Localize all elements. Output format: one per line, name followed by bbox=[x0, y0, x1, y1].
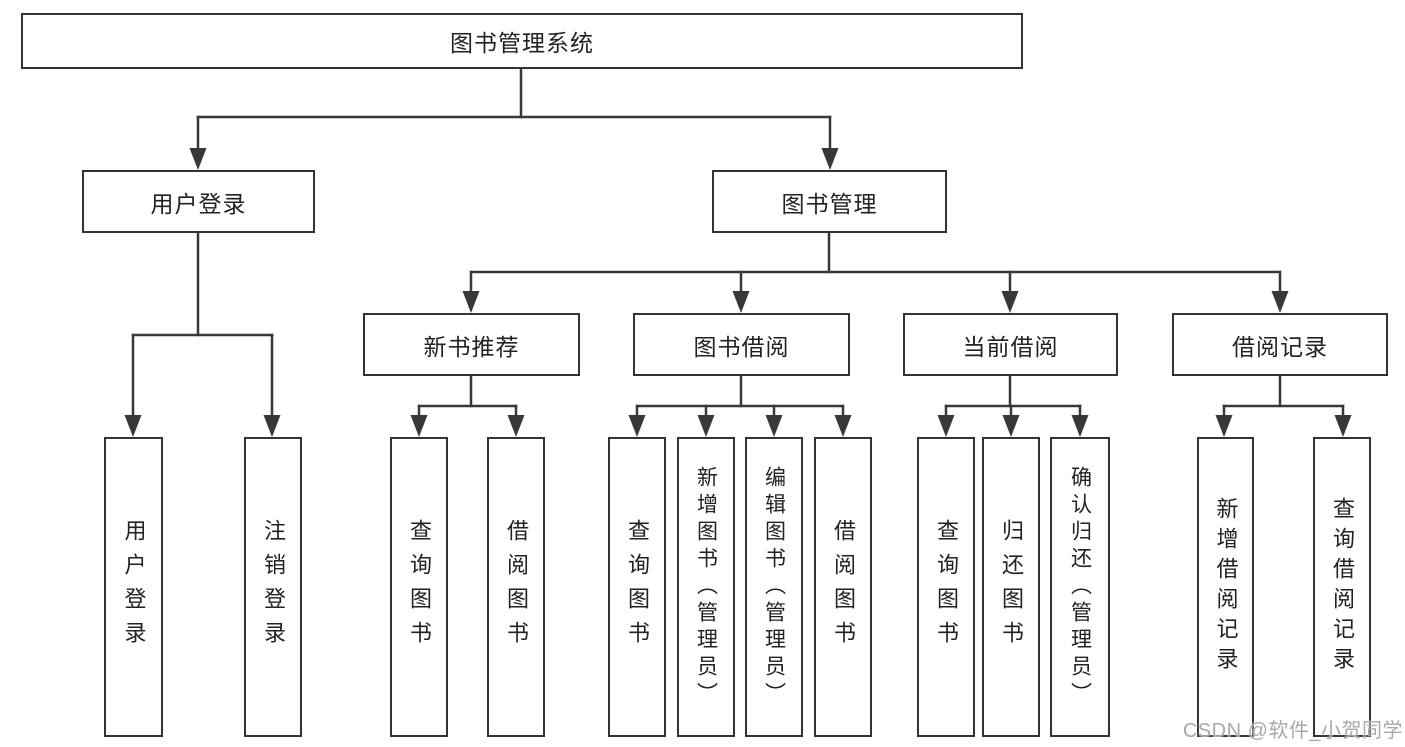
node-leaf-borrow-book-1: 借阅图书 bbox=[487, 437, 545, 737]
node-label: 图书借阅 bbox=[693, 333, 790, 360]
node-label: 查询借阅记录 bbox=[1330, 497, 1355, 677]
node-leaf-add-record: 新增借阅记录 bbox=[1197, 437, 1254, 737]
node-label: 图书管理系统 bbox=[450, 30, 594, 56]
node-label: 查询图书 bbox=[934, 519, 959, 655]
node-user-login: 用户登录 bbox=[82, 170, 315, 233]
node-label: 新书推荐 bbox=[423, 333, 520, 360]
node-label: 新增借阅记录 bbox=[1213, 497, 1239, 677]
node-label: 图书管理 bbox=[781, 190, 878, 217]
node-new-book-rec: 新书推荐 bbox=[363, 313, 580, 376]
node-label: 归还图书 bbox=[999, 519, 1024, 655]
node-current-borrow: 当前借阅 bbox=[903, 313, 1118, 376]
node-label: 借阅记录 bbox=[1232, 333, 1328, 360]
node-label: 当前借阅 bbox=[962, 333, 1059, 360]
node-book-borrow: 图书借阅 bbox=[633, 313, 850, 376]
node-label: 注销登录 bbox=[261, 519, 286, 655]
node-label: 新增图书（管理员） bbox=[694, 465, 718, 709]
node-leaf-add-book: 新增图书（管理员） bbox=[677, 437, 735, 737]
node-label: 用户登录 bbox=[121, 519, 147, 655]
node-label: 确认归还（管理员） bbox=[1068, 465, 1092, 709]
node-root: 图书管理系统 bbox=[21, 13, 1023, 69]
watermark: CSDN @软件_小贺同学 bbox=[1182, 720, 1403, 742]
node-leaf-query-book-1: 查询图书 bbox=[390, 437, 448, 737]
node-leaf-query-record: 查询借阅记录 bbox=[1313, 437, 1371, 737]
node-label: 查询图书 bbox=[407, 519, 432, 655]
node-leaf-query-book-2: 查询图书 bbox=[608, 437, 666, 737]
node-borrow-records: 借阅记录 bbox=[1172, 313, 1388, 376]
node-leaf-edit-book: 编辑图书（管理员） bbox=[745, 437, 803, 737]
node-leaf-borrow-book-2: 借阅图书 bbox=[814, 437, 872, 737]
node-label: 用户登录 bbox=[150, 190, 247, 217]
node-label: 借阅图书 bbox=[831, 519, 856, 655]
node-leaf-return-book: 归还图书 bbox=[982, 437, 1040, 737]
node-leaf-confirm-return: 确认归还（管理员） bbox=[1050, 437, 1110, 737]
node-leaf-user-login: 用户登录 bbox=[104, 437, 163, 737]
node-leaf-logout: 注销登录 bbox=[244, 437, 302, 737]
node-label: 编辑图书（管理员） bbox=[762, 465, 786, 709]
node-label: 借阅图书 bbox=[504, 519, 529, 655]
node-label: 查询图书 bbox=[625, 519, 650, 655]
node-leaf-query-book-3: 查询图书 bbox=[917, 437, 975, 737]
node-book-mgmt: 图书管理 bbox=[712, 170, 947, 233]
